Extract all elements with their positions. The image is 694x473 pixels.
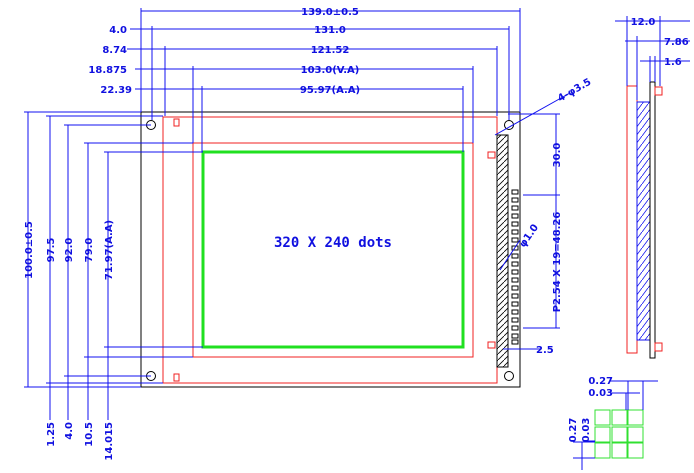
left-dimension-lines [24, 111, 203, 420]
dim-bezel-offset: 8.74 [102, 45, 127, 56]
dim-aa-offset: 22.39 [100, 85, 132, 96]
pin-row [511, 189, 519, 345]
dim-hole-voffset: 4.0 [64, 422, 75, 440]
pcb-outline [140, 111, 521, 388]
connector-hatched [496, 134, 509, 368]
dim-glass-depth: 7.86 [664, 37, 689, 48]
dot-dimension-lines [573, 380, 658, 470]
dim-bezel-width: 121.52 [311, 45, 350, 56]
mount-hole-icon [504, 371, 514, 381]
dim-dot-height: 0.27 [568, 418, 579, 443]
dim-va-voffset: 10.5 [84, 422, 95, 447]
side-bezel [626, 85, 638, 354]
dim-hole-spacing: 131.0 [314, 25, 346, 36]
dim-active-area-height: 71.97(A.A) [104, 220, 115, 280]
dim-bezel-height: 97.5 [46, 238, 57, 263]
active-area [201, 150, 465, 349]
side-dimension-lines [615, 16, 690, 100]
dim-va-offset: 18.875 [88, 65, 127, 76]
view-area-outline [192, 142, 474, 358]
display-resolution-label: 320 X 240 dots [274, 235, 392, 251]
dim-dot-vgap: 0.03 [581, 418, 592, 443]
dim-pin-offset: 30.0 [552, 143, 563, 168]
dim-overall-width: 139.0±0.5 [301, 7, 359, 18]
dim-active-area-width: 95.97(A.A) [300, 85, 360, 96]
dim-hole-offset: 4.0 [109, 25, 127, 36]
dim-pin-diameter: φ1.0 [517, 222, 541, 249]
top-dimension-lines [127, 8, 521, 152]
side-glass [636, 101, 651, 341]
dot-detail-grid [594, 409, 644, 459]
dim-dot-gap: 0.03 [588, 388, 613, 399]
dim-dot-width: 0.27 [588, 376, 613, 387]
dim-pin-pitch: P2.54 X 19=48.26 [552, 212, 563, 313]
dim-pcb-thickness: 1.6 [664, 57, 682, 68]
dim-aa-voffset: 14.015 [104, 422, 115, 461]
dim-pin-edge: 2.5 [536, 345, 554, 356]
dim-hole-diameter: 4-φ3.5 [556, 77, 593, 105]
right-dimension-lines [494, 92, 571, 350]
side-pcb [649, 81, 656, 359]
dim-bezel-voffset: 1.25 [46, 422, 57, 447]
dim-hole-vspacing: 92.0 [64, 238, 75, 263]
dim-module-thickness: 12.0 [631, 17, 656, 28]
dim-view-area-height: 79.0 [84, 238, 95, 263]
dim-overall-height: 100.0±0.5 [24, 221, 35, 279]
dim-view-area-width: 103.0(V.A) [301, 65, 360, 76]
